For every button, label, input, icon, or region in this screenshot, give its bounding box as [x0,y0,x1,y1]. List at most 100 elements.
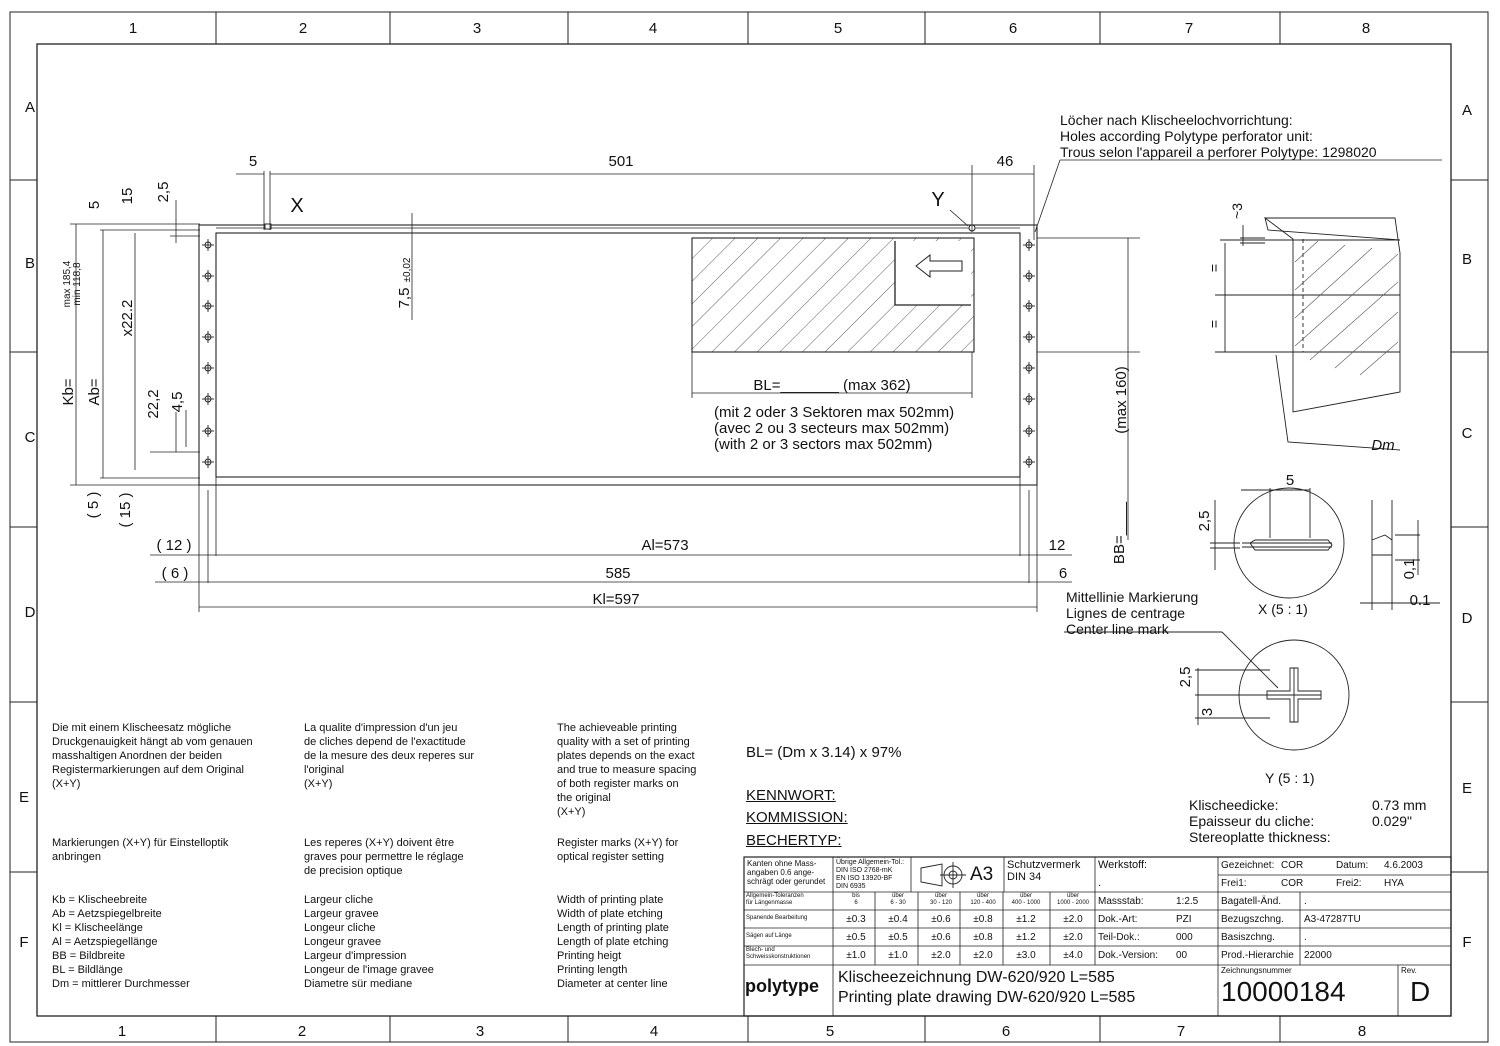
dim-bl: BL=_______ (max 362) [753,377,910,394]
col-label-3-top: 3 [473,20,481,37]
profile-detail [1215,217,1401,451]
detail-x-dim-5: 5 [1286,472,1294,489]
tb-tol-value: ±2.0 [1063,932,1083,943]
polytype-logo: polytype [745,976,820,996]
col-label-6-top: 6 [1009,20,1017,37]
dim-12-right: 12 [1049,537,1066,554]
tb-tol-value: ±0.6 [931,914,951,925]
tb-dokver-label: Dok.-Version: [1098,950,1159,961]
dim-ab: Ab= [86,378,103,405]
dim-585: 585 [605,565,630,582]
tb-prodh-label: Prod.-Hierarchie [1221,950,1294,961]
col-label-8-top: 8 [1362,20,1370,37]
dim-tilde-3: ~3 [1229,203,1245,219]
dim-12-left: ( 12 ) [156,537,191,554]
tb-range-4: über 400 - 1000 [1011,893,1041,906]
legend-de: Kb = Klischeebreite Ab = Aetzspiegelbrei… [52,894,190,990]
dimension-lines [70,159,1442,612]
col-label-3-bottom: 3 [476,1023,484,1040]
detail-y-dim-3: 3 [1199,708,1216,716]
register-mark-x [264,223,272,230]
grid-ticks [10,12,1488,1042]
note-de-accuracy: Die mit einem Klischeesatz mögliche Druc… [52,722,253,790]
dim-kl: Kl=597 [592,591,639,608]
tb-bagatell-value: . [1304,896,1307,907]
legend-en: Width of printing plate Width of plate e… [557,894,669,990]
outer-frame [9,11,1489,1043]
holes-note: Löcher nach Klischeelochvorrichtung: Hol… [1060,112,1377,160]
row-label-f-left: F [19,934,28,951]
tb-bezug: A3-47287TU [1304,914,1361,925]
dim-6-left: ( 6 ) [162,565,189,582]
detail-x-label: X (5 : 1) [1258,601,1308,617]
tb-tol-value: ±4.0 [1063,950,1083,961]
tb-tol-value: ±1.2 [1016,932,1036,943]
dim-top-5: 5 [249,153,257,170]
col-label-2-bottom: 2 [298,1023,306,1040]
detail-y-dim-25: 2,5 [1177,667,1194,688]
col-label-4-bottom: 4 [650,1023,658,1040]
dim-left-25: 2,5 [155,182,172,203]
bl-formula: BL= (Dm x 3.14) x 97% [746,744,902,761]
tb-prodh: 22000 [1304,950,1332,961]
tb-datum-label: Datum: [1336,860,1369,871]
tb-edge-note: Kanten ohne Mass- angaben 0.6 ange- schr… [747,859,826,886]
col-label-2-top: 2 [299,20,307,37]
tb-werkstoff-label: Werkstoff: [1098,859,1148,871]
dim-x222: x22.2 [119,300,136,337]
dim-max-160: (max 160) [1113,366,1130,434]
row-label-d-left: D [25,604,36,621]
note-fr-accuracy: La qualite d'impression d'un jeu de clic… [304,722,474,790]
col-label-5-top: 5 [834,20,842,37]
tb-bagatell-label: Bagatell-Änd. [1221,896,1282,907]
tb-tol-row-label: Blech- und Schweisskonstruktionen [746,947,811,960]
note-en-accuracy: The achieveable printing quality with a … [557,722,697,818]
tb-tol-head: Allgemein-Toleranzen für Längenmasse [746,893,804,906]
center-line-note: Mittellinie Markierung Lignes de centrag… [1066,589,1199,637]
detail-x-dim-01-h: 0.1 [1410,592,1431,609]
row-label-a-left: A [25,99,35,116]
tb-basis-value: . [1304,932,1307,943]
dim-kb: Kb= [60,378,77,405]
dim-al: Al=573 [641,537,688,554]
dim-min-118: min 118,8 [72,262,83,306]
tb-schutzvermerk: Schutzvermerk DIN 34 [1007,859,1081,883]
mark-y-label: Y [931,189,944,211]
dim-75: 7,5 [396,288,413,309]
kommission-label: KOMMISSION: [746,809,848,826]
row-label-b-left: B [25,255,35,272]
col-label-8-bottom: 8 [1358,1023,1366,1040]
note-de-marks: Markierungen (X+Y) für Einstelloptik anb… [52,837,229,863]
tb-bezug-label: Bezugszchng. [1221,914,1284,925]
row-label-c-left: C [25,429,36,446]
tb-range-3: über 120 - 400 [970,893,996,906]
tb-tol-value: ±2.0 [1063,914,1083,925]
row-label-d-right: D [1462,610,1473,627]
dim-222: 22,2 [145,389,162,418]
row-label-e-left: E [19,789,29,806]
tb-frei1: COR [1281,878,1304,889]
dim-left-15: 15 [119,188,136,205]
tb-title-en: Printing plate drawing DW-620/920 L=585 [838,989,1136,1006]
row-label-c-right: C [1462,425,1473,442]
dm-label: Dm [1371,437,1394,454]
tb-tol-value: ±2.0 [973,950,993,961]
row-label-b-right: B [1462,251,1472,268]
tb-teildok: 000 [1176,932,1193,943]
tb-range-5: über 1000 - 2000 [1056,893,1090,906]
tb-werkstoff-value: . [1098,877,1102,889]
tb-range-0: bis 6 [852,893,860,906]
tb-range-2: über 30 - 120 [929,893,953,906]
tb-znr-label: Zeichnungsnummer [1221,966,1292,975]
note-en-marks: Register marks (X+Y) for optical registe… [557,837,679,863]
row-label-f-right: F [1462,934,1471,951]
col-label-7-bottom: 7 [1177,1023,1185,1040]
dim-paren-5: ( 5 ) [85,492,102,519]
tb-dokver: 00 [1176,950,1188,961]
dim-top-501: 501 [608,153,633,170]
title-block-grid [743,856,1452,1017]
thickness-label: Klischeedicke: Epaisseur du cliche: Ster… [1189,797,1331,845]
dim-left-5: 5 [86,201,103,209]
dim-6-right: 6 [1059,565,1067,582]
